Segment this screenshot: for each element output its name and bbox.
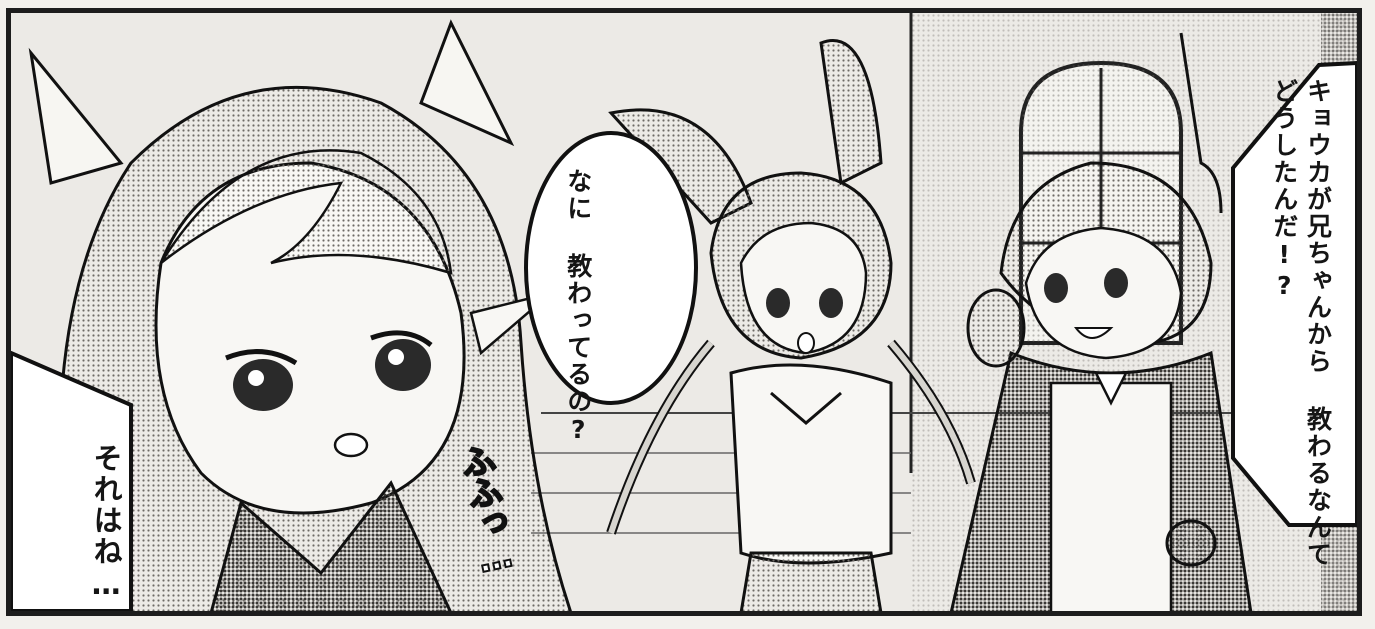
manga-panel: なに 教わってるの? キョウカが兄ちゃんから 教わるなんて どうしたんだ!? そ… bbox=[6, 8, 1362, 616]
speech-bubble-2-text: キョウカが兄ちゃんから 教わるなんて どうしたんだ!? bbox=[1267, 78, 1335, 611]
speech-bubble-1-text: なに 教わってるの? bbox=[561, 168, 595, 446]
narration-text: それはね… bbox=[89, 443, 124, 603]
speech-bubble-1 bbox=[524, 131, 698, 405]
bubble-2-line-1: キョウカが兄ちゃんから bbox=[1303, 78, 1333, 375]
bubble-1-line-1: なに bbox=[563, 168, 593, 222]
panel-artwork bbox=[11, 13, 1357, 611]
middle-girl-character bbox=[606, 39, 976, 611]
bubble-1-line-2: 教わってるの? bbox=[563, 253, 593, 446]
right-boy-character bbox=[949, 32, 1253, 611]
bubble-2-line-2: 教わるなんて bbox=[1303, 406, 1333, 568]
narration-box bbox=[11, 350, 133, 611]
speech-bubble-2 bbox=[1231, 60, 1357, 527]
bubble-2-line-3: どうしたんだ!? bbox=[1269, 78, 1299, 302]
left-girl-character bbox=[28, 19, 572, 611]
